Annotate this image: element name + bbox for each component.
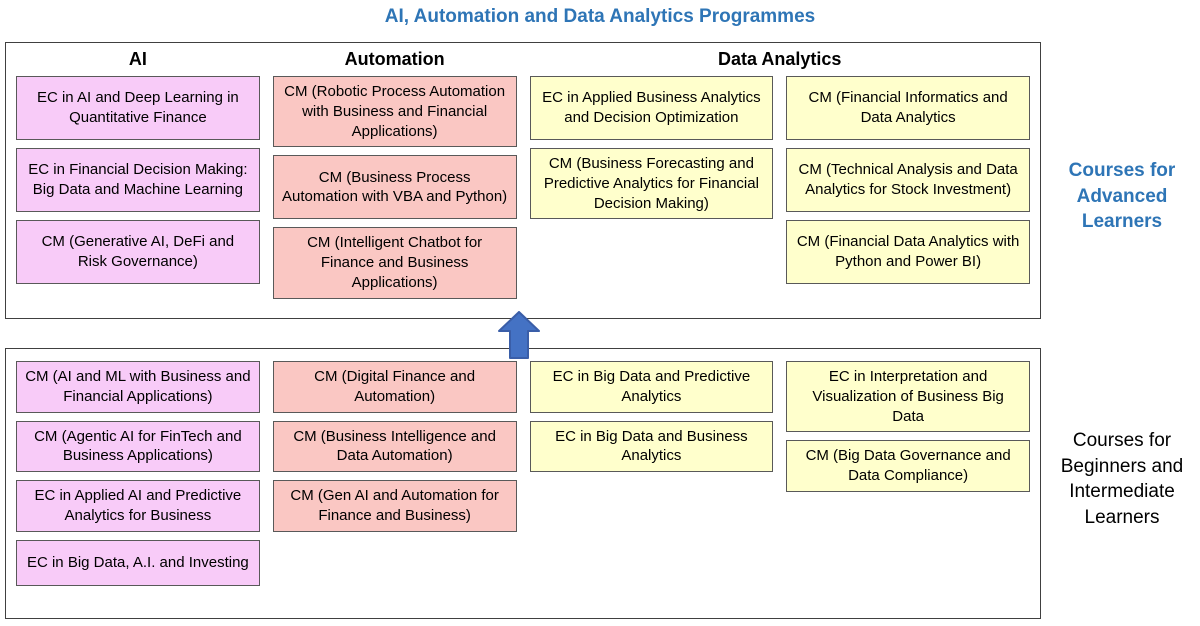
- beginner-learners-label: Courses for Beginners and Intermediate L…: [1060, 430, 1184, 528]
- advanced-learners-label: Courses for Advanced Learners: [1068, 160, 1176, 233]
- course-box: CM (Technical Analysis and Data Analytic…: [786, 148, 1030, 212]
- column-header-ai: AI: [128, 49, 147, 69]
- course-box: CM (Intelligent Chatbot for Finance and …: [272, 227, 517, 299]
- course-box: EC in Big Data and Predictive Analytics: [529, 361, 774, 413]
- course-box: CM (Generative AI, DeFi and Risk Governa…: [16, 220, 260, 284]
- beginner-column-4-data: EC in Interpretation and Visualization o…: [786, 361, 1030, 586]
- course-box: EC in Interpretation and Visualization o…: [786, 361, 1030, 433]
- course-box: CM (Business Intelligence and Data Autom…: [272, 420, 517, 473]
- course-box: CM (AI and ML with Business and Financia…: [16, 361, 260, 413]
- course-box: CM (Financial Data Analytics with Python…: [786, 220, 1030, 284]
- course-box: CM (Agentic AI for FinTech and Business …: [16, 420, 260, 473]
- course-box: CM (Business Forecasting and Predictive …: [529, 148, 774, 220]
- course-box: EC in Big Data and Business Analytics: [529, 420, 774, 473]
- beginner-column-1-ai: CM (AI and ML with Business and Financia…: [16, 361, 260, 586]
- column-header-automation: Automation: [344, 49, 445, 69]
- advanced-column-3-data: EC in Applied Business Analytics and Dec…: [529, 76, 774, 299]
- course-box: CM (Big Data Governance and Data Complia…: [786, 440, 1030, 492]
- advanced-column-4-data: CM (Financial Informatics and Data Analy…: [786, 76, 1030, 299]
- course-box: EC in Big Data, A.I. and Investing: [16, 539, 260, 586]
- course-box: EC in AI and Deep Learning in Quantitati…: [16, 76, 260, 140]
- diagram-title: AI, Automation and Data Analytics Progra…: [384, 6, 816, 27]
- course-box: CM (Digital Finance and Automation): [272, 361, 517, 413]
- course-box: EC in Applied Business Analytics and Dec…: [529, 76, 774, 140]
- up-arrow-icon: [498, 311, 540, 359]
- advanced-column-1-ai: EC in AI and Deep Learning in Quantitati…: [16, 76, 260, 299]
- advanced-courses-section: AI Automation Data Analytics EC in AI an…: [5, 42, 1041, 319]
- column-headers-row: AI Automation Data Analytics: [6, 43, 1040, 72]
- advanced-column-2-automation: CM (Robotic Process Automation with Busi…: [272, 76, 517, 299]
- course-box: EC in Applied AI and Predictive Analytic…: [16, 480, 260, 532]
- course-box: EC in Financial Decision Making: Big Dat…: [16, 148, 260, 212]
- course-box: CM (Robotic Process Automation with Busi…: [272, 76, 517, 148]
- beginner-column-2-automation: CM (Digital Finance and Automation) CM (B…: [272, 361, 517, 586]
- course-box: CM (Gen AI and Automation for Finance an…: [272, 480, 517, 532]
- course-box: CM (Financial Informatics and Data Analy…: [786, 76, 1030, 140]
- beginner-courses-section: CM (AI and ML with Business and Financia…: [5, 348, 1041, 619]
- advanced-columns: EC in AI and Deep Learning in Quantitati…: [6, 72, 1040, 307]
- column-header-data-analytics: Data Analytics: [718, 49, 842, 69]
- course-box: CM (Business Process Automation with VBA…: [272, 155, 517, 220]
- beginner-columns: CM (AI and ML with Business and Financia…: [6, 349, 1040, 594]
